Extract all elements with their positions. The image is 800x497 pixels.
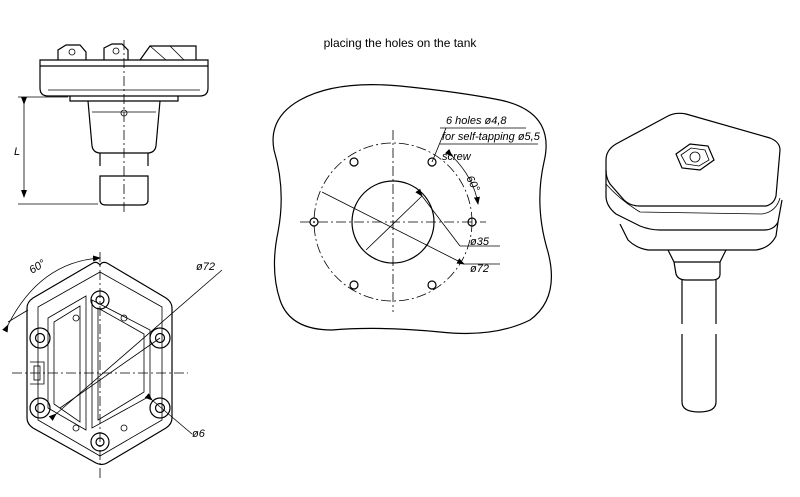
- side-view: L: [14, 40, 209, 212]
- holes-note-line1: 6 holes ø4,8: [446, 115, 507, 127]
- bottom-view: ø72 ø6 60°: [2, 252, 223, 478]
- holes-note-line2: for self-tapping ø5,5: [442, 131, 541, 143]
- length-label: L: [14, 146, 20, 158]
- dia-72-bottom-label: ø72: [196, 261, 215, 273]
- angle-bottom-label: 60°: [27, 257, 48, 276]
- dia-6-label: ø6: [192, 428, 206, 440]
- isometric-view: [605, 112, 783, 413]
- tank-hole-layout: 6 holes ø4,8 for self-tapping ø5,5 screw…: [272, 84, 552, 335]
- dia-35-label: ø35: [470, 236, 490, 248]
- drawing-title: placing the holes on the tank: [323, 36, 477, 50]
- dia-72-tank-label: ø72: [470, 263, 489, 275]
